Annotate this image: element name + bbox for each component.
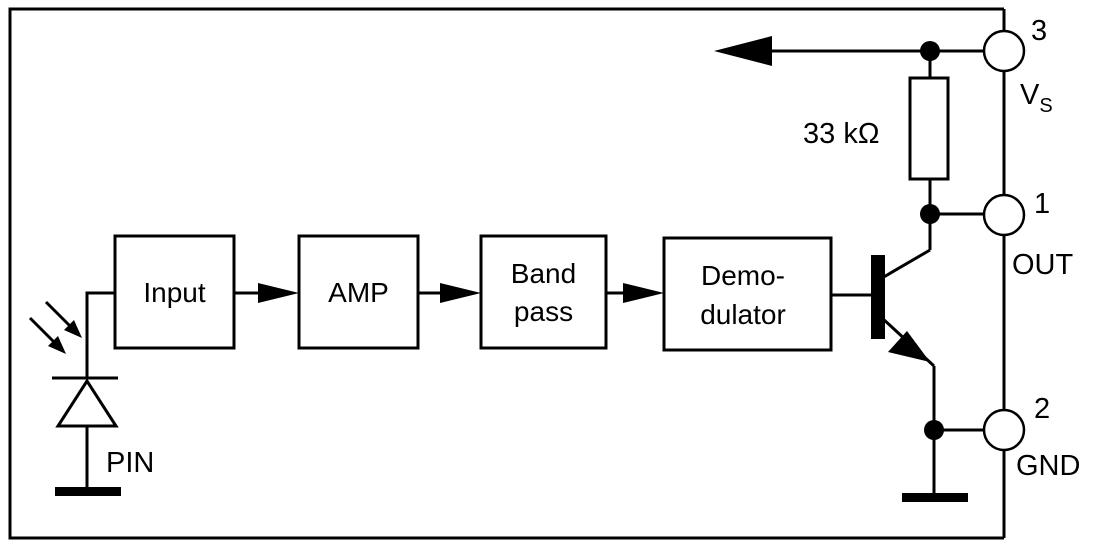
resistor-body: [908, 76, 950, 181]
emitter-arrow-icon: [888, 331, 930, 362]
pin-diode-label: PIN: [106, 447, 154, 479]
pin-1-name: OUT: [1012, 249, 1074, 281]
pin-2-name: GND: [1016, 450, 1080, 482]
input-label: Input: [143, 277, 205, 308]
amp-block: [297, 234, 420, 350]
transistor-collector-diag: [881, 248, 931, 280]
vs-arrow-icon: [714, 36, 772, 66]
transistor-base-bar: [871, 255, 885, 339]
gnd-bar-left: [55, 487, 121, 496]
light-ray-2: [44, 300, 75, 331]
demodulator-label-1: Demo-: [701, 260, 785, 291]
pin-2-number: 2: [1034, 393, 1050, 425]
bandpass-label-2: pass: [514, 296, 573, 327]
pin-3-vs: [982, 29, 1026, 73]
amp-label: AMP: [328, 277, 389, 308]
light-arrow-1-icon: [48, 336, 66, 354]
bandpass-block: [479, 234, 608, 350]
bandpass-label-1: Band: [511, 258, 576, 289]
input-amp-arrow-icon: [258, 283, 299, 303]
pin-1-out: [982, 193, 1026, 237]
pin-3-name: VS: [1020, 79, 1053, 117]
diode-input-wire: [85, 291, 115, 378]
photodiode-icon: [55, 378, 119, 428]
demodulator-block: [662, 236, 833, 352]
resistor-label: 33 kΩ: [803, 118, 880, 150]
gnd-bar-right: [902, 493, 968, 502]
demodulator-label-2: dulator: [700, 299, 786, 330]
pin-3-number: 3: [1031, 15, 1047, 47]
vs-subscript: S: [1039, 95, 1052, 117]
pin-2-gnd: [982, 408, 1026, 452]
amp-bandpass-arrow-icon: [440, 283, 481, 303]
frame-outline: [8, 7, 1004, 540]
light-arrow-2-icon: [64, 320, 82, 338]
vs-name: V: [1020, 79, 1040, 111]
bandpass-demod-arrow-icon: [623, 283, 664, 303]
light-ray-1: [28, 316, 59, 347]
pin-1-number: 1: [1034, 188, 1050, 220]
